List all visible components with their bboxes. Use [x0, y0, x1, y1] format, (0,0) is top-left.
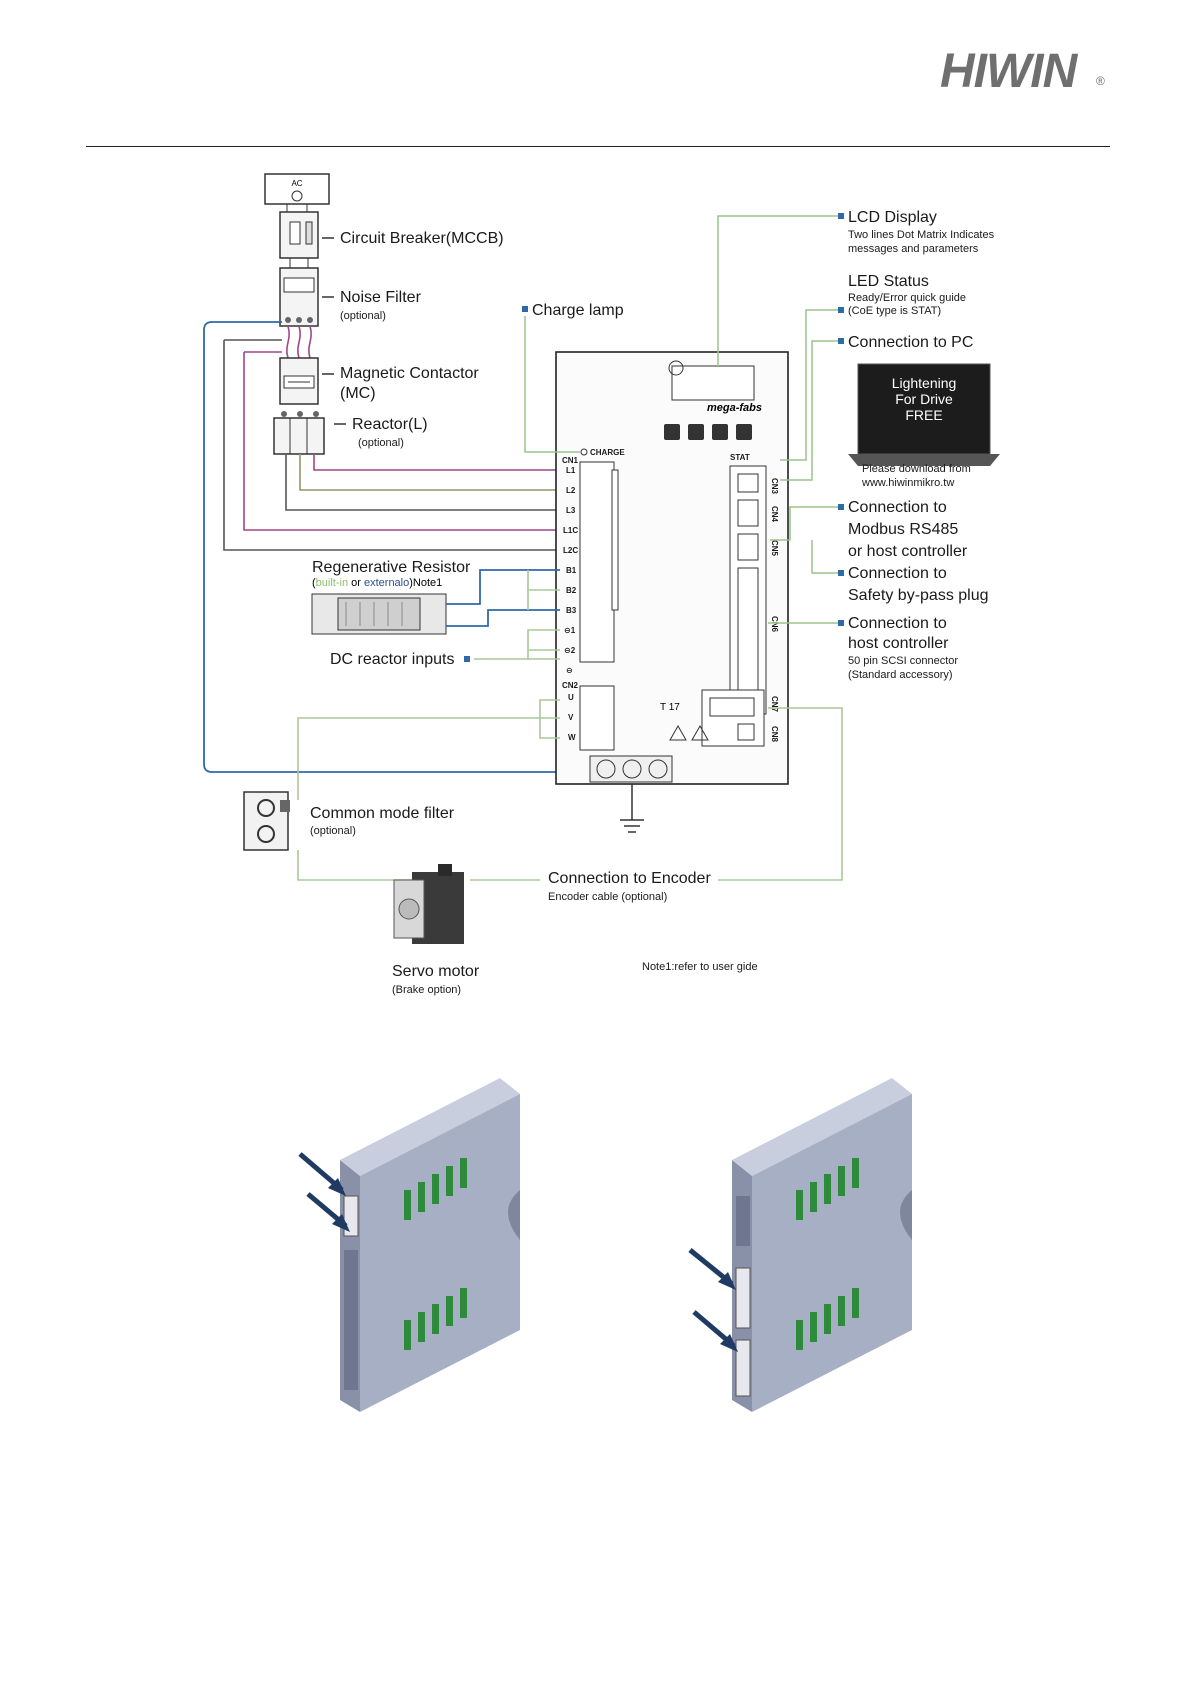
servo-motor-note: (Brake option) — [392, 984, 461, 996]
download-text-2: www.hiwinmikro.tw — [861, 477, 954, 489]
torque-text: T 17 — [660, 702, 680, 713]
arrow-icon-right-2 — [692, 1310, 738, 1352]
registered-mark: ® — [1096, 74, 1105, 88]
terminal-B1: B1 — [566, 566, 577, 575]
servo-motor-icon — [393, 864, 464, 944]
regen-resistor-note: (built-in or externalo)Note1 — [312, 577, 442, 589]
modbus-label-3: or host controller — [848, 543, 968, 560]
terminal-L2C: L2C — [563, 546, 578, 555]
lcd-display-desc-2: messages and parameters — [848, 243, 979, 255]
laptop-line-3: FREE — [905, 407, 942, 423]
noise-filter-note: (optional) — [340, 310, 386, 322]
terminal-L1C: L1C — [563, 526, 578, 535]
encoder-label: Connection to Encoder — [548, 870, 711, 887]
terminal-B2: B2 — [566, 586, 577, 595]
terminal-W: W — [568, 733, 576, 742]
drive-module-right — [732, 1078, 912, 1412]
reactor-note: (optional) — [358, 437, 404, 449]
magnetic-contactor-icon — [279, 357, 319, 405]
terminal-L1: L1 — [566, 466, 576, 475]
arrow-icon-left-2 — [306, 1192, 350, 1232]
common-mode-note: (optional) — [310, 825, 356, 837]
terminal-labels: L1 L2 L3 L1C L2C B1 B2 B3 ⊖1 ⊖2 ⊖ U V W … — [563, 466, 779, 743]
note1-text: Note1:refer to user gide — [642, 961, 758, 973]
cn2-label: CN2 — [562, 681, 579, 690]
drive-module-left — [340, 1078, 520, 1412]
ac-source: AC — [264, 173, 330, 205]
encoder-note: Encoder cable (optional) — [548, 891, 667, 903]
led-status-desc-1: Ready/Error quick guide — [848, 292, 966, 304]
laptop-line-1: Lightening — [892, 375, 957, 391]
download-text-1: Please download from — [862, 463, 971, 475]
regen-resistor-label: Regenerative Resistor — [312, 559, 471, 576]
safety-label-2: Safety by-pass plug — [848, 587, 989, 604]
header-rule — [86, 146, 1110, 147]
cn1-label: CN1 — [562, 456, 579, 465]
reactor-label: Reactor(L) — [352, 416, 428, 433]
terminal-L2: L2 — [566, 486, 576, 495]
drive-module-illustrations — [298, 1078, 912, 1412]
ac-label: AC — [291, 179, 302, 188]
host-label-2: host controller — [848, 635, 949, 652]
reactor-icon — [273, 411, 325, 455]
ground-icon — [620, 784, 644, 833]
wiring-diagram: AC Circuit Breaker(MCCB) Noise Filter (o… — [203, 173, 1000, 996]
terminal-U: U — [568, 693, 574, 702]
servo-drive: mega-fabs CHARGE CN1 CN2 STAT T 17 — [555, 351, 789, 785]
servo-motor-label: Servo motor — [392, 963, 480, 980]
dc-reactor-label: DC reactor inputs — [330, 651, 455, 668]
lcd-display-label: LCD Display — [848, 209, 937, 226]
modbus-label-2: Modbus RS485 — [848, 521, 958, 538]
stat-text: STAT — [730, 453, 750, 462]
noise-filter-icon — [279, 267, 319, 327]
magnetic-contactor-label: Magnetic Contactor — [340, 365, 479, 382]
circuit-breaker-icon — [279, 211, 319, 259]
hiwin-logo: HIWIN — [940, 45, 1077, 98]
port-label-cn8: CN8 — [770, 726, 779, 743]
modbus-label-1: Connection to — [848, 499, 947, 516]
noise-filter-label: Noise Filter — [340, 289, 422, 306]
terminal-L3: L3 — [566, 506, 576, 515]
arrow-icon-right-1 — [688, 1248, 736, 1290]
led-status-desc-2: (CoE type is STAT) — [848, 305, 941, 317]
terminal-B3: B3 — [566, 606, 577, 615]
regen-resistor-icon — [311, 593, 447, 635]
safety-label-1: Connection to — [848, 565, 947, 582]
port-label-cn5: CN5 — [770, 540, 779, 557]
port-label-cn3: CN3 — [770, 478, 779, 495]
connection-pc-label: Connection to PC — [848, 334, 973, 351]
arrow-icon-left-1 — [298, 1152, 346, 1196]
laptop-icon: Lightening For Drive FREE — [848, 363, 1000, 466]
host-label-3: 50 pin SCSI connector — [848, 655, 958, 667]
host-label-4: (Standard accessory) — [848, 669, 953, 681]
port-label-cn4: CN4 — [770, 506, 779, 523]
terminal-minus2: ⊖2 — [564, 646, 576, 655]
port-label-cn7: CN7 — [770, 696, 779, 713]
terminal-minus: ⊖ — [566, 666, 573, 675]
common-mode-filter-icon — [243, 791, 290, 851]
charge-text: CHARGE — [590, 448, 625, 457]
port-label-cn6: CN6 — [770, 616, 779, 633]
charge-lamp-label: Charge lamp — [532, 302, 624, 319]
laptop-line-2: For Drive — [895, 391, 953, 407]
led-status-label: LED Status — [848, 273, 929, 290]
terminal-V: V — [568, 713, 574, 722]
terminal-minus1: ⊖1 — [564, 626, 576, 635]
host-label-1: Connection to — [848, 615, 947, 632]
brand-label: mega-fabs — [707, 402, 762, 414]
circuit-breaker-label: Circuit Breaker(MCCB) — [340, 230, 504, 247]
common-mode-label: Common mode filter — [310, 805, 455, 822]
lcd-display-desc-1: Two lines Dot Matrix Indicates — [848, 229, 995, 241]
magnetic-contactor-abbr: (MC) — [340, 385, 376, 402]
